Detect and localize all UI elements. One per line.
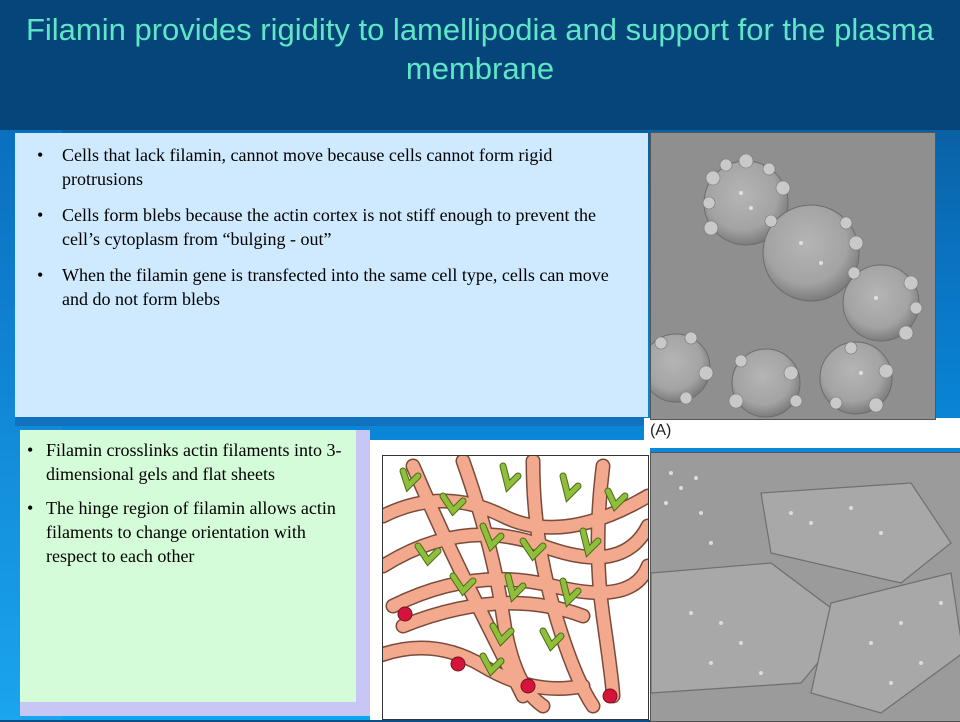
top-bullet-list: • Cells that lack filamin, cannot move be… [37, 143, 637, 323]
bullet-text: The hinge region of filamin allows actin… [46, 498, 336, 566]
bullet-icon: • [27, 498, 34, 518]
bullet-text: Cells that lack filamin, cannot move bec… [62, 145, 553, 189]
bullet-text: When the filamin gene is transfected int… [62, 265, 609, 309]
bullet-icon: • [37, 145, 44, 165]
actin-filaments-fill [383, 456, 648, 712]
bullet-icon: • [37, 265, 44, 285]
bullet-text: Cells form blebs because the actin corte… [62, 205, 597, 249]
list-item: • When the filamin gene is transfected in… [37, 263, 637, 311]
panel-label: (A) [650, 422, 672, 439]
bottom-bullet-list: • Filamin crosslinks actin filaments into… [27, 438, 352, 578]
filament-ends [397, 606, 618, 704]
slide-title: Filamin provides rigidity to lamellipodi… [25, 12, 935, 86]
title-bar [0, 0, 960, 130]
cell-cluster [651, 160, 920, 418]
micrograph-spread-cells [650, 452, 960, 722]
list-item: • Cells that lack filamin, cannot move be… [37, 143, 637, 191]
filamin-crosslinks-fill [400, 463, 628, 676]
list-item: • The hinge region of filamin allows acti… [27, 496, 352, 568]
bullet-icon: • [27, 440, 34, 460]
bullet-icon: • [37, 205, 44, 225]
figure-caption-area [644, 418, 960, 448]
list-item: • Filamin crosslinks actin filaments into… [27, 438, 352, 486]
bullet-text: Filamin crosslinks actin filaments into … [46, 440, 342, 484]
top-text-box: • Cells that lack filamin, cannot move be… [15, 133, 648, 426]
micrograph-blebbing-cells [650, 132, 936, 420]
filamin-crosslink-diagram [382, 455, 649, 720]
bottom-text-box: • Filamin crosslinks actin filaments into… [20, 430, 370, 716]
list-item: • Cells form blebs because the actin cort… [37, 203, 637, 251]
